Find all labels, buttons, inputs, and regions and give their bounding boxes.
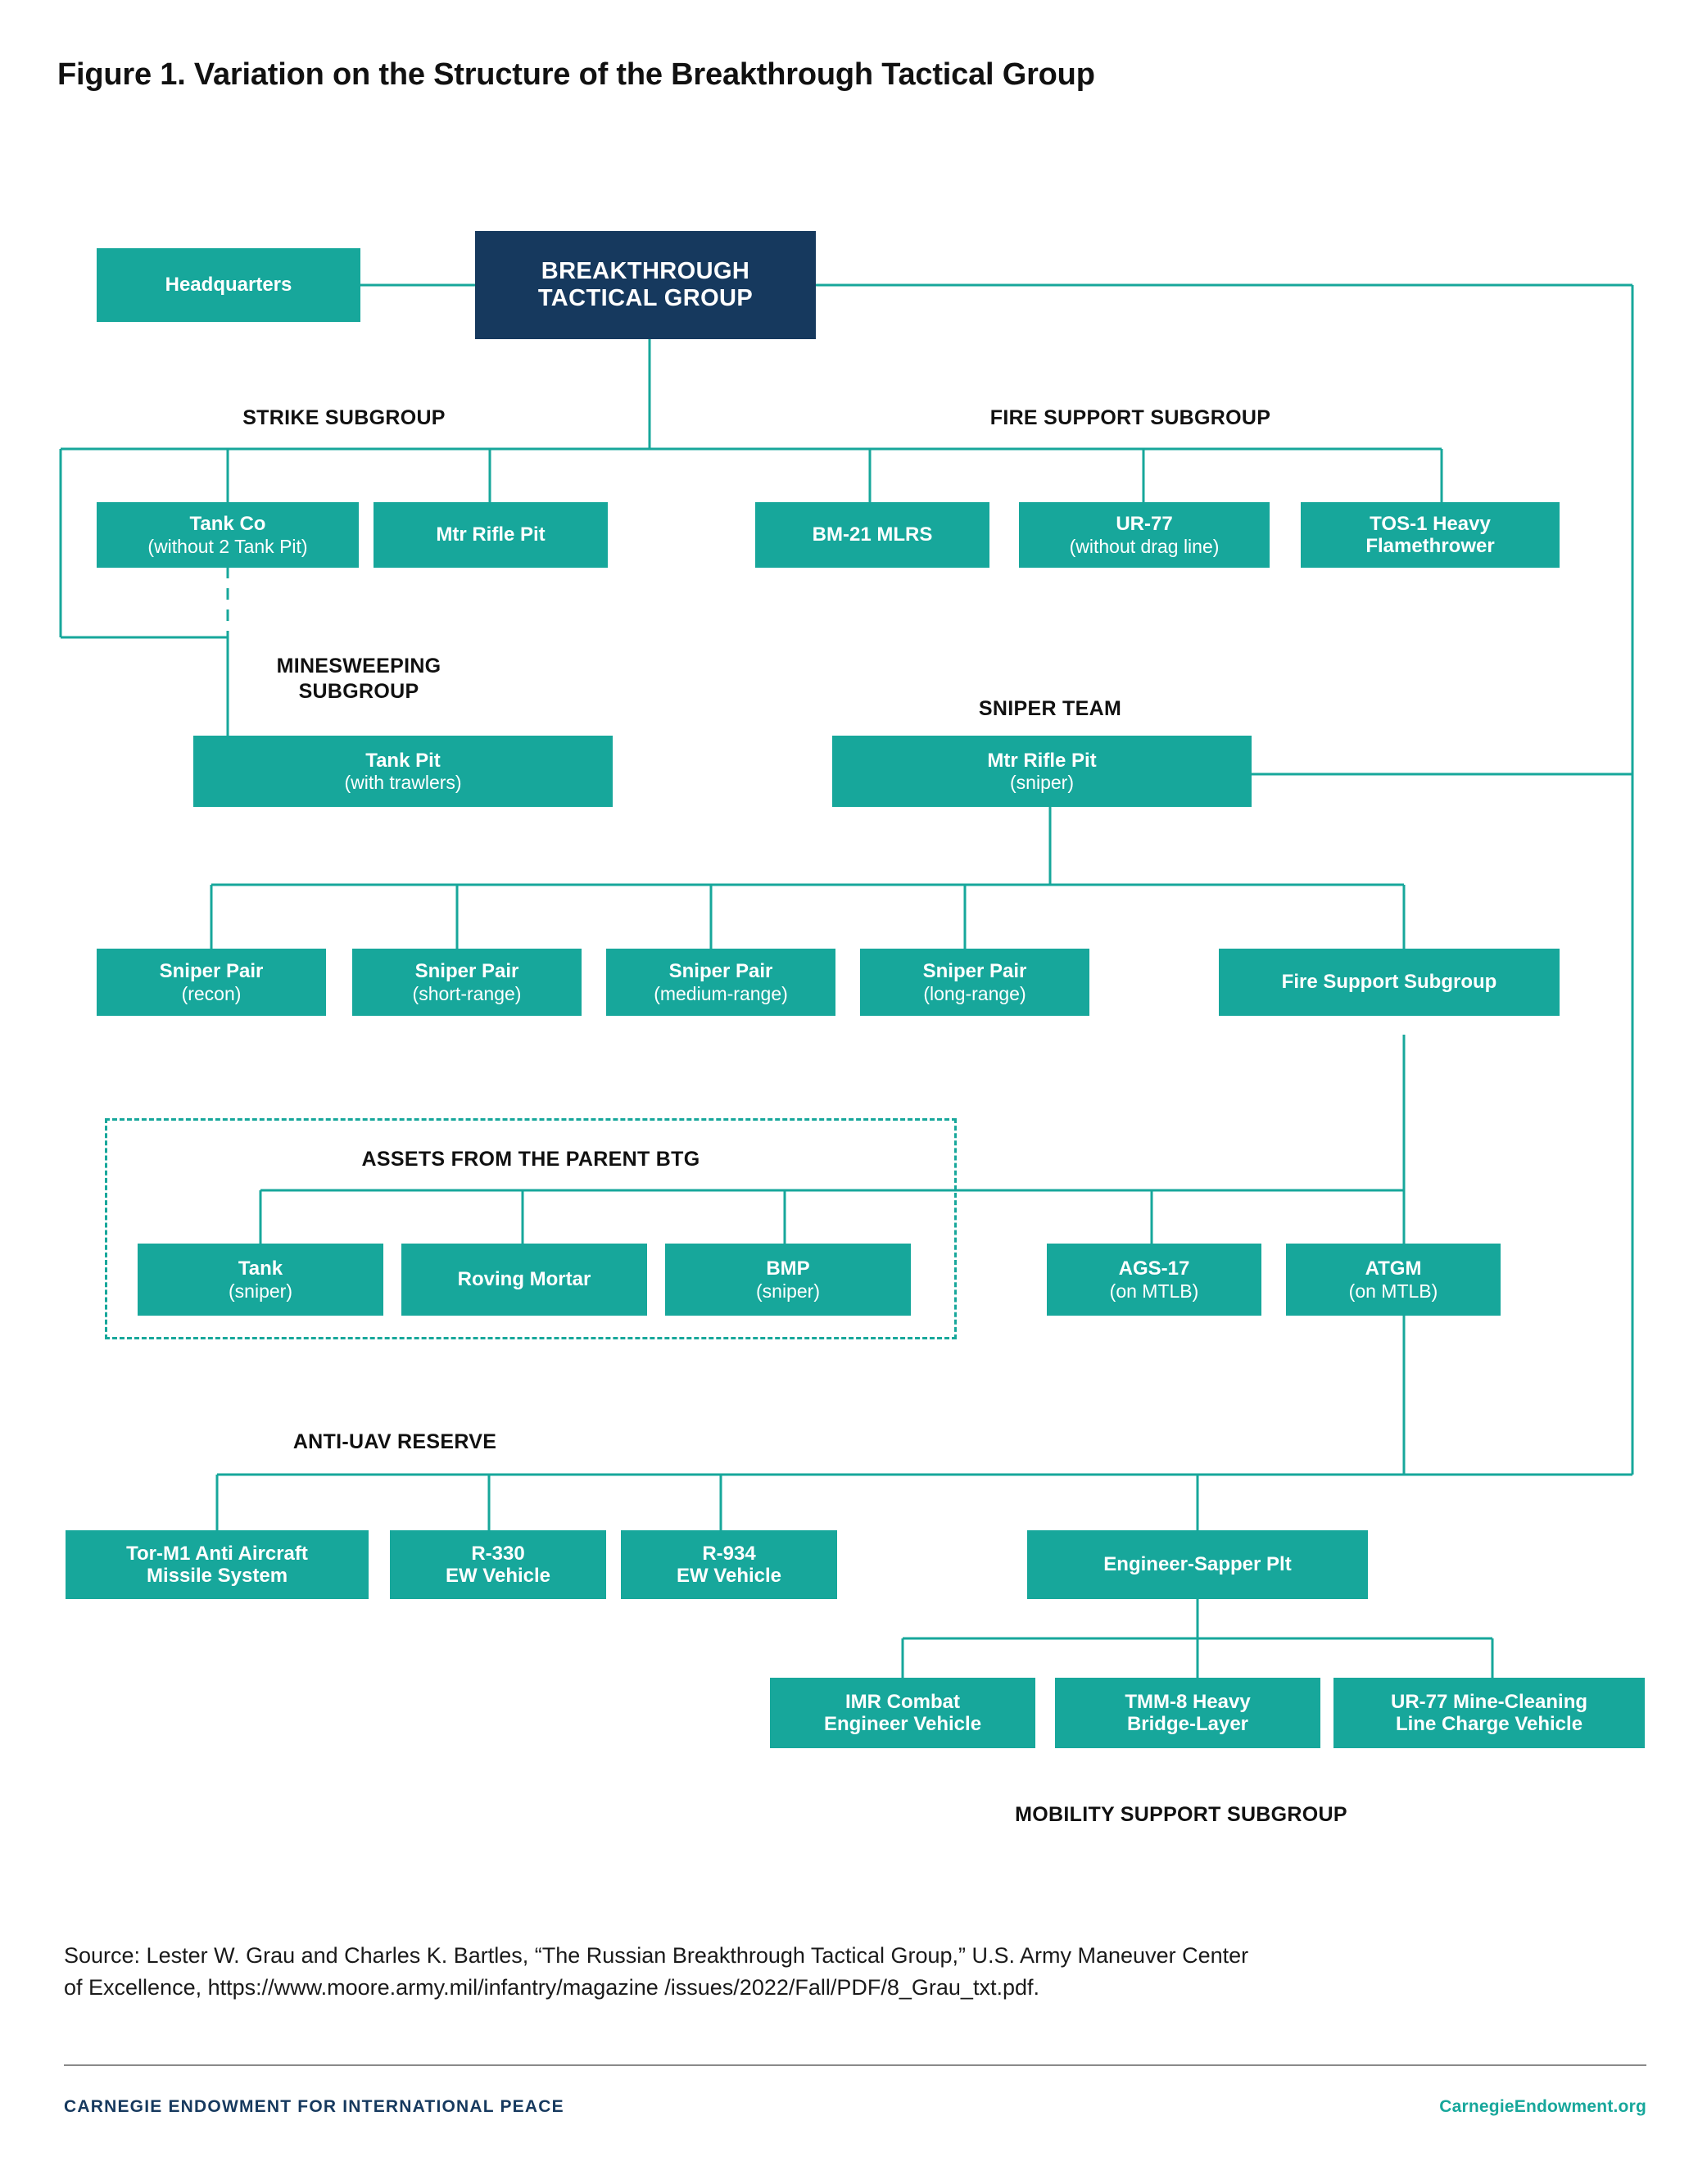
node-mtr-rifle-sniper-line1: Mtr Rifle Pit [987, 749, 1097, 772]
node-ags17[interactable]: AGS-17 (on MTLB) [1047, 1244, 1261, 1316]
node-headquarters[interactable]: Headquarters [97, 248, 360, 322]
node-sniper-pair-medium-range[interactable]: Sniper Pair (medium-range) [606, 949, 835, 1016]
node-sniper-recon-line2: (recon) [181, 982, 242, 1004]
caption-anti-uav-reserve: ANTI-UAV RESERVE [292, 1430, 497, 1453]
node-ur77-mine-line2: Line Charge Vehicle [1395, 1713, 1583, 1735]
node-atgm-line1: ATGM [1365, 1257, 1422, 1280]
node-roving-mortar-label: Roving Mortar [457, 1268, 591, 1291]
node-tor-m1[interactable]: Tor-M1 Anti Aircraft Missile System [66, 1530, 369, 1599]
node-atgm[interactable]: ATGM (on MTLB) [1286, 1244, 1501, 1316]
page-title: Figure 1. Variation on the Structure of … [57, 57, 1095, 92]
caption-sniper-team: SNIPER TEAM [978, 697, 1122, 720]
caption-mobility-support-subgroup: MOBILITY SUPPORT SUBGROUP [1015, 1803, 1347, 1826]
node-ags17-line1: AGS-17 [1118, 1257, 1190, 1280]
node-tank-co-line2: (without 2 Tank Pit) [147, 535, 308, 557]
node-headquarters-label: Headquarters [165, 274, 292, 297]
node-engineer-sapper-plt[interactable]: Engineer-Sapper Plt [1027, 1530, 1368, 1599]
caption-assets-from-parent-btg: ASSETS FROM THE PARENT BTG [361, 1148, 700, 1171]
node-sniper-short-line1: Sniper Pair [414, 960, 519, 983]
node-r330-line1: R-330 [471, 1542, 525, 1565]
node-tmm8-line2: Bridge-Layer [1126, 1713, 1249, 1735]
node-tor-m1-line1: Tor-M1 Anti Aircraft [126, 1542, 308, 1565]
node-tank-sniper-line1: Tank [238, 1257, 283, 1280]
org-chart: STRIKE SUBGROUP FIRE SUPPORT SUBGROUP MI… [59, 231, 1645, 1826]
source-note: Source: Lester W. Grau and Charles K. Ba… [64, 1940, 1596, 2005]
node-imr-line2: Engineer Vehicle [823, 1713, 982, 1735]
assets-from-parent-btg-container [105, 1118, 957, 1339]
node-tank-co-line1: Tank Co [189, 513, 266, 536]
node-bm21-label: BM-21 MLRS [812, 523, 933, 546]
organization-name: CARNEGIE ENDOWMENT FOR INTERNATIONAL PEA… [64, 2097, 564, 2116]
node-ur77[interactable]: UR-77 (without drag line) [1019, 502, 1270, 568]
node-mtr-rifle-pit[interactable]: Mtr Rifle Pit [374, 502, 608, 568]
node-fire-support-subgroup-label: Fire Support Subgroup [1281, 971, 1497, 994]
node-sniper-medium-line2: (medium-range) [654, 982, 788, 1004]
caption-fire-support-subgroup: FIRE SUPPORT SUBGROUP [989, 406, 1271, 429]
footer-divider [64, 2064, 1646, 2066]
node-bmp-sniper-line1: BMP [766, 1257, 810, 1280]
node-sniper-pair-short-range[interactable]: Sniper Pair (short-range) [352, 949, 582, 1016]
node-tor-m1-line2: Missile System [146, 1565, 288, 1587]
node-mtr-rifle-pit-label: Mtr Rifle Pit [436, 523, 546, 546]
node-sniper-long-line2: (long-range) [923, 982, 1026, 1004]
node-btg-line1: BREAKTHROUGH [541, 257, 750, 284]
node-tank-co[interactable]: Tank Co (without 2 Tank Pit) [97, 502, 359, 568]
node-tank-pit-line1: Tank Pit [365, 749, 441, 772]
node-btg-line2: TACTICAL GROUP [537, 285, 754, 311]
node-tank-pit-line2: (with trawlers) [344, 772, 462, 794]
node-sniper-pair-long-range[interactable]: Sniper Pair (long-range) [860, 949, 1089, 1016]
node-imr-combat-engineer-vehicle[interactable]: IMR Combat Engineer Vehicle [770, 1678, 1035, 1748]
node-sniper-short-line2: (short-range) [412, 982, 522, 1004]
node-breakthrough-tactical-group[interactable]: BREAKTHROUGH TACTICAL GROUP [475, 231, 816, 339]
node-mtr-rifle-sniper-line2: (sniper) [1010, 772, 1074, 794]
node-tmm8-line1: TMM-8 Heavy [1125, 1690, 1251, 1713]
node-r934-line2: EW Vehicle [676, 1565, 782, 1587]
node-fire-support-subgroup[interactable]: Fire Support Subgroup [1219, 949, 1560, 1016]
source-line-2: of Excellence, https://www.moore.army.mi… [64, 1975, 1039, 2000]
node-tank-sniper-line2: (sniper) [229, 1280, 292, 1302]
node-ur77-mine-cleaning[interactable]: UR-77 Mine-Cleaning Line Charge Vehicle [1333, 1678, 1645, 1748]
node-sniper-long-line1: Sniper Pair [922, 960, 1027, 983]
node-tank-sniper[interactable]: Tank (sniper) [138, 1244, 383, 1316]
node-mtr-rifle-pit-sniper[interactable]: Mtr Rifle Pit (sniper) [832, 736, 1252, 807]
node-r330-line2: EW Vehicle [445, 1565, 551, 1587]
node-r330[interactable]: R-330 EW Vehicle [390, 1530, 606, 1599]
node-bmp-sniper-line2: (sniper) [756, 1280, 820, 1302]
caption-minesweeping-line2: SUBGROUP [298, 679, 419, 703]
caption-strike-subgroup: STRIKE SUBGROUP [242, 406, 446, 429]
node-tos1-heavy-flamethrower[interactable]: TOS-1 Heavy Flamethrower [1301, 502, 1560, 568]
node-tos1-line1: TOS-1 Heavy [1370, 512, 1491, 535]
node-sniper-recon-line1: Sniper Pair [159, 960, 264, 983]
node-imr-line1: IMR Combat [845, 1690, 960, 1713]
node-bmp-sniper[interactable]: BMP (sniper) [665, 1244, 911, 1316]
node-sniper-medium-line1: Sniper Pair [668, 960, 773, 983]
node-ur77-mine-line1: UR-77 Mine-Cleaning [1390, 1690, 1588, 1713]
node-atgm-line2: (on MTLB) [1348, 1280, 1438, 1302]
node-tank-pit[interactable]: Tank Pit (with trawlers) [193, 736, 613, 807]
node-ags17-line2: (on MTLB) [1109, 1280, 1199, 1302]
caption-minesweeping-subgroup: MINESWEEPING SUBGROUP [179, 654, 539, 704]
node-engineer-sapper-label: Engineer-Sapper Plt [1103, 1553, 1292, 1576]
caption-minesweeping-line1: MINESWEEPING [276, 655, 441, 677]
node-bm21-mlrs[interactable]: BM-21 MLRS [755, 502, 989, 568]
node-r934[interactable]: R-934 EW Vehicle [621, 1530, 837, 1599]
node-tos1-line2: Flamethrower [1365, 535, 1495, 557]
node-sniper-pair-recon[interactable]: Sniper Pair (recon) [97, 949, 326, 1016]
node-tmm8-heavy-bridge-layer[interactable]: TMM-8 Heavy Bridge-Layer [1055, 1678, 1320, 1748]
node-roving-mortar[interactable]: Roving Mortar [401, 1244, 647, 1316]
node-r934-line1: R-934 [702, 1542, 756, 1565]
node-ur77-line1: UR-77 [1116, 513, 1173, 536]
website-link[interactable]: CarnegieEndowment.org [1439, 2097, 1646, 2116]
node-ur77-line2: (without drag line) [1069, 535, 1220, 557]
source-line-1: Source: Lester W. Grau and Charles K. Ba… [64, 1943, 1249, 1968]
